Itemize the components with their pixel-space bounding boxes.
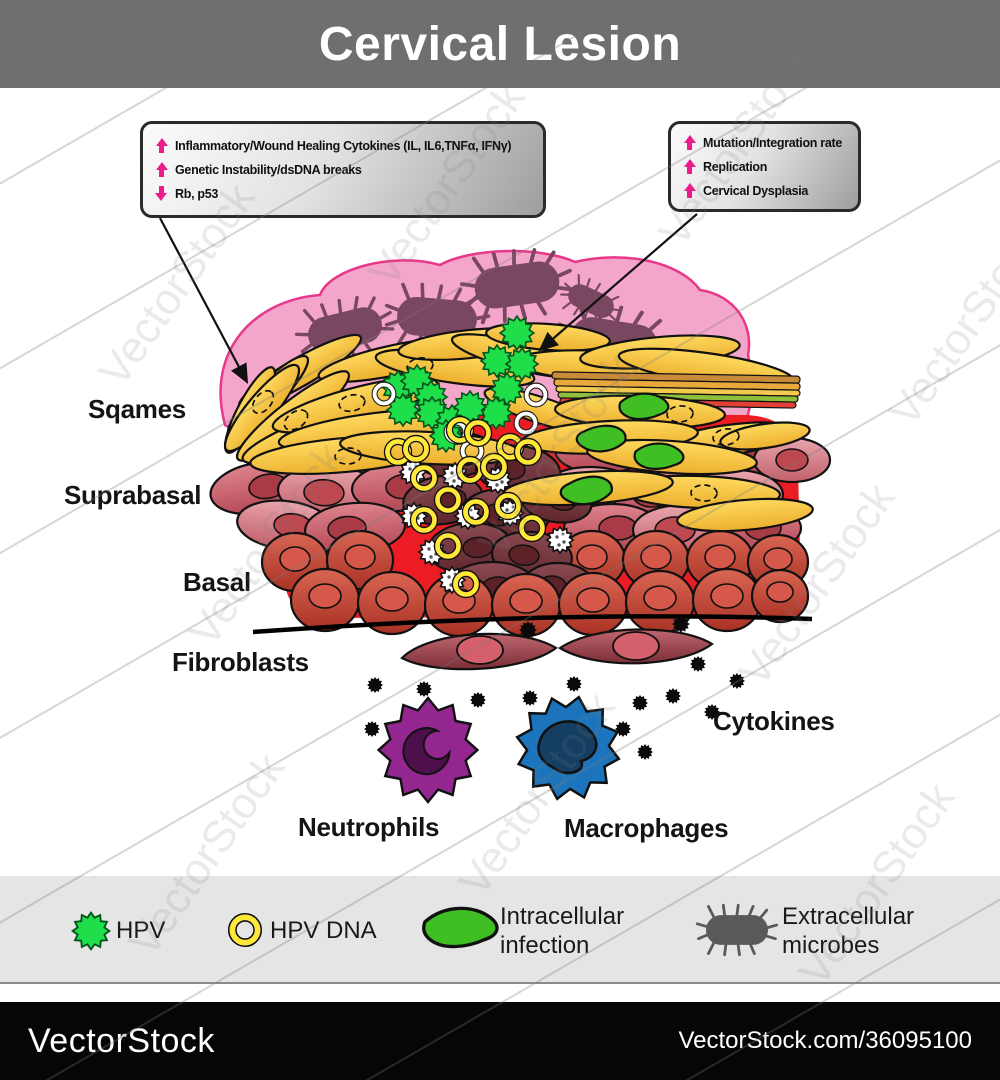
label-neutrophils: Neutrophils bbox=[298, 812, 440, 842]
vectorstock-logo: VectorStock bbox=[28, 1021, 215, 1060]
page-title: Cervical Lesion bbox=[318, 17, 682, 71]
macrophage-cell bbox=[505, 685, 631, 811]
image-credit-url: VectorStock.com/36095100 bbox=[678, 1027, 972, 1054]
callout-row: Replication bbox=[683, 159, 846, 174]
up-arrow-icon bbox=[683, 159, 696, 174]
callout-text: Cervical Dysplasia bbox=[703, 183, 809, 198]
callout-text: Replication bbox=[703, 159, 768, 174]
callout-row: Cervical Dysplasia bbox=[683, 183, 846, 198]
callout-text: Rb, p53 bbox=[175, 186, 219, 201]
label-fibroblasts: Fibroblasts bbox=[172, 647, 309, 677]
legend-bar bbox=[0, 876, 1000, 984]
title-bar: Cervical Lesion bbox=[0, 0, 1000, 88]
callout-row: Genetic Instability/dsDNA breaks bbox=[155, 162, 531, 177]
label-macrophages: Macrophages bbox=[564, 813, 729, 843]
callout-text: Genetic Instability/dsDNA breaks bbox=[175, 162, 362, 177]
down-arrow-icon bbox=[155, 186, 168, 201]
legend-label-hpv-dna: HPV DNA bbox=[270, 917, 377, 944]
callout-box-left: Inflammatory/Wound Healing Cytokines (IL… bbox=[140, 121, 546, 218]
label-cytokines: Cytokines bbox=[713, 706, 835, 736]
callout-arrow-right bbox=[538, 213, 698, 352]
up-arrow-icon bbox=[683, 183, 696, 198]
legend-label-intracellular: Intracellular infection bbox=[500, 903, 625, 959]
callout-text: Mutation/Integration rate bbox=[703, 135, 843, 150]
label-basal: Basal bbox=[183, 567, 251, 597]
callout-row: Rb, p53 bbox=[155, 186, 531, 201]
label-squames: Sqames bbox=[88, 394, 186, 424]
callout-box-right: Mutation/Integration rate Replication Ce… bbox=[668, 121, 861, 212]
basement-membrane bbox=[252, 614, 813, 635]
legend-label-hpv: HPV bbox=[116, 917, 166, 944]
callout-text: Inflammatory/Wound Healing Cytokines (IL… bbox=[175, 138, 512, 153]
up-arrow-icon bbox=[155, 138, 168, 153]
fibroblast-cells bbox=[400, 628, 714, 671]
callout-row: Inflammatory/Wound Healing Cytokines (IL… bbox=[155, 138, 531, 153]
up-arrow-icon bbox=[155, 162, 168, 177]
callout-arrow-left bbox=[159, 217, 249, 384]
footer-bar: VectorStock VectorStock.com/36095100 bbox=[0, 1002, 1000, 1080]
legend-label-extracellular: Extracellular microbes bbox=[782, 903, 915, 959]
callout-row: Mutation/Integration rate bbox=[683, 135, 846, 150]
up-arrow-icon bbox=[683, 135, 696, 150]
neutrophil-cell bbox=[377, 696, 479, 804]
squame-nuclei bbox=[251, 356, 740, 502]
label-suprabasal: Suprabasal bbox=[64, 480, 202, 510]
